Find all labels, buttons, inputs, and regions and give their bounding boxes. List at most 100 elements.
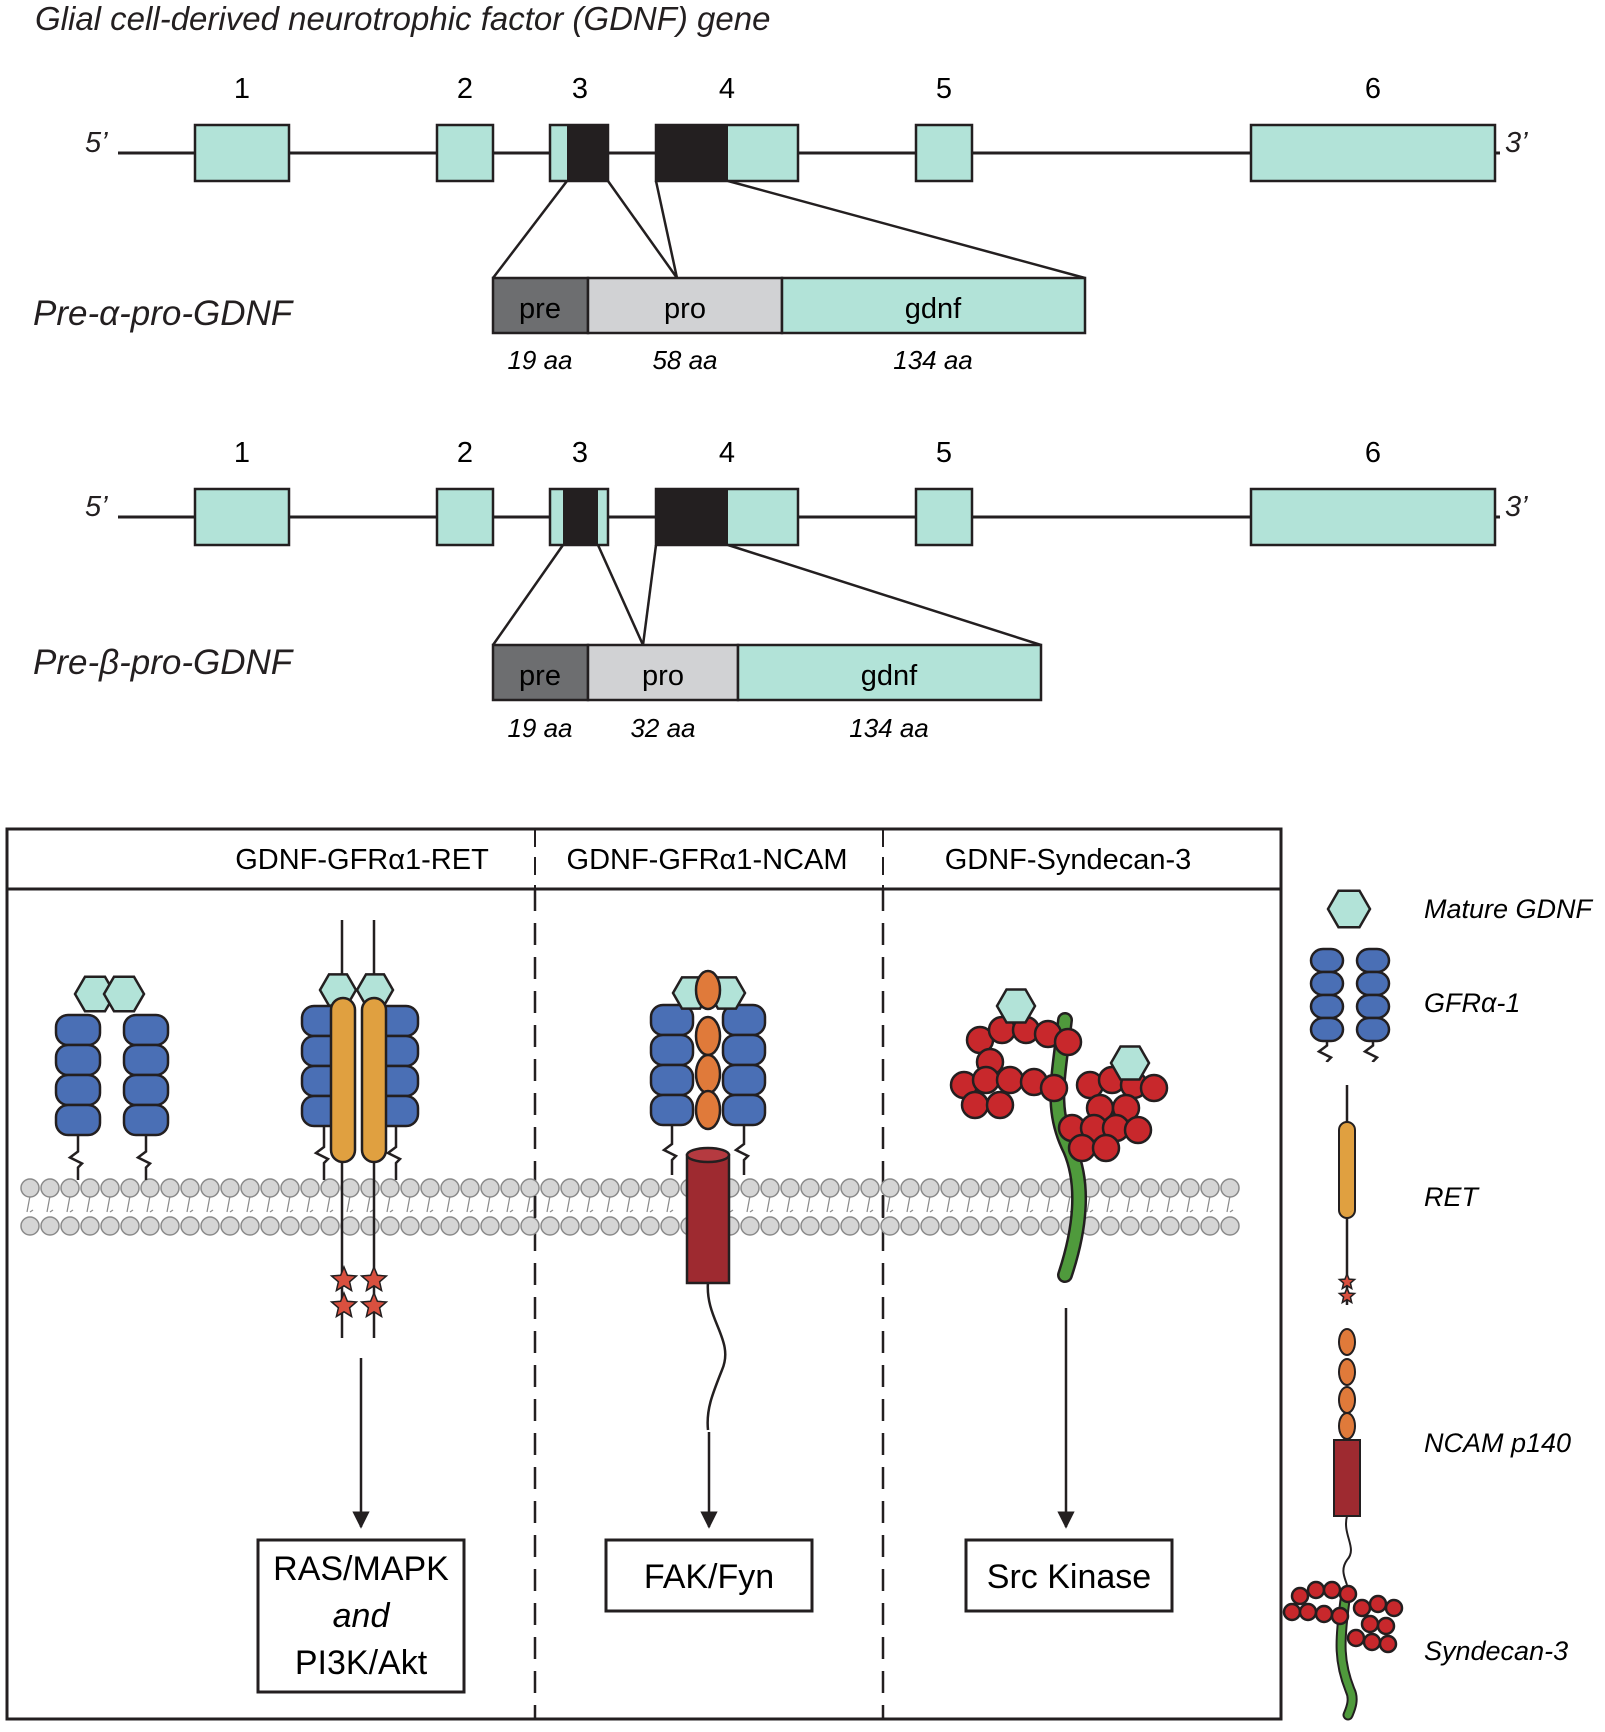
syndecan-complex (949, 988, 1169, 1283)
header-ret: GDNF-GFRα1-RET (235, 844, 489, 876)
lipid-tail (1206, 1195, 1211, 1213)
lipid-tail (629, 1209, 634, 1213)
lipid-head (340, 1178, 360, 1198)
lipid-tail (966, 1195, 971, 1213)
gene-track-alpha: 5’ 3’ 1 2 3 4 5 6 (85, 73, 1528, 280)
exon-number-3-a: 3 (572, 73, 588, 105)
lipid-tail (1189, 1209, 1194, 1213)
exon-5-b (914, 487, 974, 547)
lipid-tail (1146, 1195, 1151, 1213)
lipid-tail (566, 1195, 571, 1213)
lipid-head (860, 1178, 880, 1198)
phospho-star-icon (359, 1291, 389, 1319)
segment-pro-label-beta: pro (642, 660, 684, 692)
lipid-tail (46, 1195, 51, 1213)
lipid-head (1140, 1178, 1160, 1198)
lipid-tail (669, 1209, 674, 1213)
lipid-head (440, 1216, 460, 1236)
lipid-head (200, 1178, 220, 1198)
lipid-head (260, 1216, 280, 1236)
ncam-ig-domain (694, 1015, 722, 1057)
heparan-sulfate-bead (1314, 1604, 1334, 1624)
lipid-head (560, 1178, 580, 1198)
lipid-tail (509, 1209, 514, 1213)
output-ret-line-3: PI3K/Akt (295, 1644, 428, 1682)
heparan-sulfate-bead (1378, 1634, 1398, 1654)
lipid-head (460, 1178, 480, 1198)
segment-pre-aa-alpha: 19 aa (507, 345, 572, 375)
lipid-head (940, 1178, 960, 1198)
gdnf-hexagon (102, 975, 146, 1013)
lipid-head (660, 1178, 680, 1198)
isoform-name-alpha: Pre-α-pro-GDNF (33, 294, 295, 333)
heparan-sulfate-bead (1298, 1602, 1318, 1622)
lipid-head (260, 1178, 280, 1198)
lipid-tail (589, 1209, 594, 1213)
lipid-head (40, 1216, 60, 1236)
segment-gdnf-beta (736, 643, 1043, 702)
legend-ncam-ig-domain (1338, 1412, 1356, 1440)
lipid-tail (949, 1209, 954, 1213)
exon-number-5-a: 5 (936, 73, 952, 105)
three-prime-label-b: 3’ (1505, 491, 1528, 523)
lipid-tail (1169, 1209, 1174, 1213)
lipid-tail (1226, 1195, 1231, 1213)
heparan-sulfate-bead (1330, 1606, 1350, 1626)
phospho-star-icon (1337, 1272, 1357, 1291)
lipid-tail (906, 1195, 911, 1213)
lipid-head (160, 1178, 180, 1198)
lipid-tail (586, 1195, 591, 1213)
phospho-star-icon (329, 1291, 359, 1319)
gfra1-domain (721, 1063, 767, 1097)
heparan-sulfate-bead (1282, 1602, 1302, 1622)
panel-frame (5, 827, 1283, 1721)
heparan-sulfate-bead (971, 1065, 1001, 1095)
lipid-head (60, 1178, 80, 1198)
exon-2-b (435, 487, 495, 547)
gfra1-domain (54, 1013, 102, 1047)
segment-gdnf-aa-alpha: 134 aa (893, 345, 973, 375)
lipid-tail (246, 1195, 251, 1213)
legend-label-syndecan: Syndecan-3 (1424, 1636, 1568, 1666)
connector-a-3 (654, 180, 679, 279)
heparan-sulfate-bead (1290, 1586, 1310, 1606)
lipid-head (960, 1178, 980, 1198)
legend-ret-receptor (1338, 1121, 1356, 1219)
gfra1-domain (721, 1033, 767, 1067)
lipid-tail (1129, 1209, 1134, 1213)
lipid-tail (66, 1195, 71, 1213)
exon-6-b (1249, 487, 1497, 547)
gdnf-hexagon (1326, 889, 1372, 929)
gfra1-domain (1309, 970, 1345, 997)
lipid-tail (749, 1209, 754, 1213)
exon-number-6-a: 6 (1365, 73, 1381, 105)
heparan-sulfate-bead (1039, 1073, 1069, 1103)
lipid-tail (1186, 1195, 1191, 1213)
lipid-tail (766, 1195, 771, 1213)
lipid-tail (926, 1195, 931, 1213)
lipid-head (140, 1178, 160, 1198)
legend-ncam-transmembrane (1333, 1439, 1361, 1517)
lipid-tail (1089, 1209, 1094, 1213)
exon-number-5-b: 5 (936, 437, 952, 469)
lipid-tail (1166, 1195, 1171, 1213)
lipid-tail (1029, 1209, 1034, 1213)
gfra1-domain (122, 1073, 170, 1107)
lipid-head (240, 1178, 260, 1198)
lipid-head (640, 1178, 660, 1198)
lipid-tail (786, 1195, 791, 1213)
protein-alpha: Pre-α-pro-GDNF pre pro gdnf 19 aa 58 aa … (33, 276, 1087, 375)
heparan-sulfate-bead (1306, 1580, 1326, 1600)
lipid-head (220, 1178, 240, 1198)
lipid-tail (266, 1195, 271, 1213)
lipid-tail (166, 1195, 171, 1213)
lipid-head (920, 1216, 940, 1236)
gene-title: Glial cell-derived neurotrophic factor (… (35, 0, 770, 37)
legend-syndecan-core (1337, 1596, 1356, 1719)
output-box-ncam (604, 1538, 814, 1613)
lipid-head (1200, 1216, 1220, 1236)
lipid-tail (1209, 1209, 1214, 1213)
lipid-head (360, 1178, 380, 1198)
output-box-syndecan (964, 1538, 1174, 1613)
exon-number-1-a: 1 (234, 73, 250, 105)
